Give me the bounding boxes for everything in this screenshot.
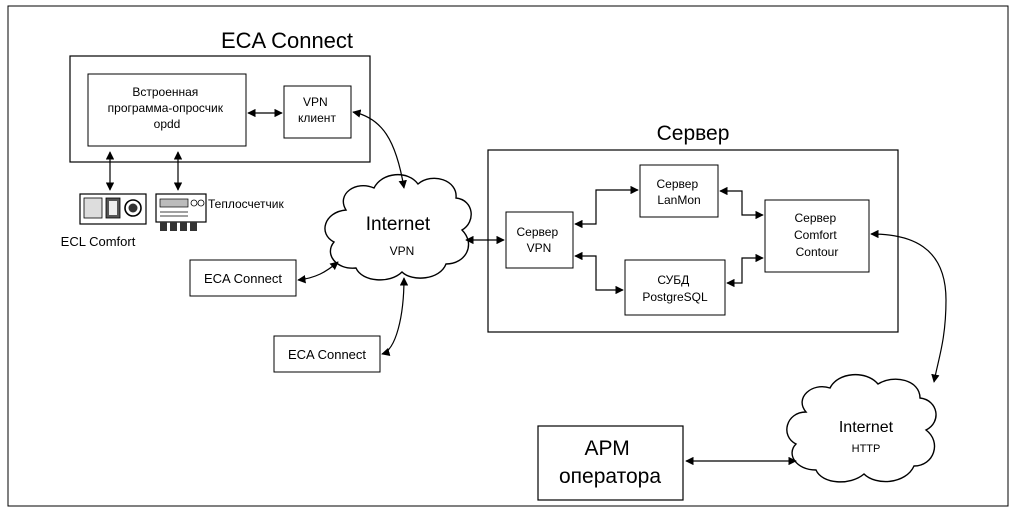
operator-workstation: АРМ оператора (537, 425, 684, 501)
vpn-client-line-1: VPN (303, 95, 328, 109)
internet-vpn-title: Internet (366, 214, 431, 235)
vpn-dbms-link (574, 251, 624, 295)
operator-workstation-label: АРМ оператора (559, 437, 661, 488)
server-lanmon-label: Сервер LanMon (657, 177, 702, 207)
operator-line-2: оператора (559, 465, 661, 488)
contour-internet-http-link (870, 229, 947, 383)
server-contour-box (764, 199, 870, 273)
vpn-client-internet-link (352, 109, 407, 189)
eca-connect-group: ECA Connect Встроенная программа-опросчи… (69, 28, 371, 163)
poller-line-3: opdd (154, 117, 181, 131)
server-lanmon-box (639, 164, 719, 218)
vpn-lanmon-link (574, 185, 639, 229)
heat-meter-icon (155, 193, 207, 231)
dbms-line-1: СУБД (657, 273, 689, 287)
server-contour-line-3: Contour (796, 245, 839, 259)
operator-workstation-box (537, 425, 684, 501)
poller-program-label: Встроенная программа-опросчик opdd (108, 85, 227, 131)
server-contour-line-2: Comfort (794, 228, 837, 242)
eca-connect-title: ECA Connect (221, 28, 353, 53)
lanmon-contour-link (719, 186, 764, 220)
eca-connect-node-1-box (189, 259, 297, 297)
server-vpn-line-1: Сервер (517, 225, 559, 239)
vpn-client-box (283, 85, 352, 139)
dbms-line-2: PostgreSQL (642, 290, 708, 304)
internet-http-title: Internet (839, 419, 894, 436)
eca-connect-node-2-label: ECA Connect (288, 347, 366, 362)
ecl-comfort-icon (79, 193, 147, 225)
vpn-client-label: VPN клиент (298, 95, 336, 125)
eca-connect-node-1-label: ECA Connect (204, 271, 282, 286)
dbms-label: СУБД PostgreSQL (642, 273, 708, 304)
devices: ECL Comfort Теплосчетчик (61, 151, 284, 249)
node2-internet-link (381, 277, 409, 356)
poller-program-box (87, 73, 247, 147)
vpn-client-line-2: клиент (298, 111, 336, 125)
server-group-title: Сервер (657, 122, 730, 145)
server-group: Сервер Сервер VPN Сервер LanMon СУБД Pos… (487, 122, 899, 333)
poller-line-2: программа-опросчик (108, 101, 224, 115)
eca-connect-node-2-box (273, 335, 381, 373)
operator-line-1: АРМ (584, 437, 629, 460)
dbms-contour-link (726, 253, 764, 288)
heat-meter-label: Теплосчетчик (208, 197, 284, 211)
server-vpn-box (505, 211, 574, 269)
server-vpn-label: Сервер VPN (517, 225, 562, 255)
eca-connect-frame (69, 55, 371, 163)
server-contour-label: Сервер Comfort Contour (794, 211, 840, 259)
node1-internet-link (297, 261, 339, 284)
eca-connect-node-2: ECA Connect (273, 335, 381, 373)
internet-http-subtitle: HTTP (852, 443, 881, 455)
ecl-comfort-label: ECL Comfort (61, 234, 136, 249)
server-lanmon-line-1: Сервер (657, 177, 699, 191)
server-lanmon-line-2: LanMon (657, 193, 700, 207)
internet-vpn-subtitle: VPN (390, 244, 415, 258)
eca-connect-node-1: ECA Connect (189, 259, 297, 297)
server-vpn-line-2: VPN (527, 241, 552, 255)
internet-http-cloud: Internet HTTP (786, 373, 937, 483)
dbms-box (624, 259, 726, 316)
server-contour-line-1: Сервер (795, 211, 837, 225)
outer-frame (7, 5, 1009, 507)
poller-line-1: Встроенная (132, 85, 198, 99)
internet-vpn-cloud: Internet VPN (324, 174, 472, 281)
